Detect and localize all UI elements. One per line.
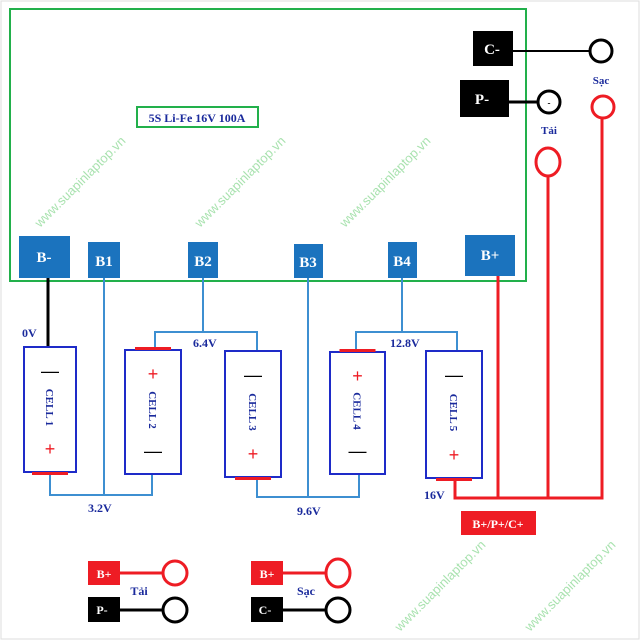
battery-cell	[23, 346, 77, 473]
voltage-label: 3.2V	[88, 501, 112, 515]
watermark: www.suapinlaptop.vn	[336, 133, 434, 231]
watermark: www.suapinlaptop.vn	[391, 537, 489, 635]
watermark: www.suapinlaptop.vn	[191, 133, 289, 231]
pad-b-minus	[19, 236, 70, 278]
minus-sign: —	[41, 361, 59, 381]
cell-label: CELL 3	[246, 393, 258, 431]
minus-sign: —	[244, 365, 262, 385]
positive-wires	[453, 119, 604, 500]
common-positive-label: B+/P+/C+	[472, 517, 523, 531]
minus-sign: —	[445, 365, 463, 385]
board-label: 5S Li-Fe 16V 100A	[149, 111, 246, 125]
charge-positive-terminal	[590, 94, 616, 120]
legend-label: C-	[259, 603, 272, 617]
legend-label: B+	[260, 567, 275, 581]
legend-caption: Sạc	[297, 584, 316, 598]
voltage-label: 9.6V	[297, 504, 321, 518]
cell-label: CELL 1	[43, 389, 55, 427]
cell-terminal-tab	[436, 478, 472, 481]
pad-label: P-	[475, 92, 489, 108]
cell-terminal-tab	[339, 349, 376, 352]
legend-label: B+	[97, 567, 112, 581]
legend-b-plus	[251, 561, 283, 585]
legend-load: B+ Tải P-	[88, 559, 189, 624]
board-label-box	[136, 106, 259, 128]
watermark: www.suapinlaptop.vn	[521, 537, 619, 635]
voltage-label: 6.4V	[193, 336, 217, 350]
legend-b-plus	[88, 561, 120, 585]
plus-sign: +	[449, 445, 460, 465]
cells: — + CELL 1 + — CELL 2 — + CELL 3 + — CELL 4 — + CELL 5	[23, 346, 483, 481]
pads: B- B1 B2 B3 B4 B+	[19, 235, 515, 278]
voltage-label: 0V	[22, 326, 37, 340]
pad-b3	[294, 244, 323, 278]
plus-sign: +	[148, 364, 159, 384]
plus-sign: +	[248, 444, 259, 464]
minus-sign: —	[349, 441, 367, 461]
legend-c-minus	[251, 597, 283, 622]
pad-label: B2	[194, 254, 212, 270]
plus-sign: +	[352, 366, 363, 386]
cell-terminal-tab	[135, 347, 171, 350]
balance-wires	[49, 278, 458, 498]
pad-label: B-	[37, 250, 52, 266]
charge-label: Sạc	[593, 75, 610, 87]
legend-label: P-	[96, 603, 107, 617]
load-label: Tải	[541, 125, 557, 137]
pad-b2	[188, 242, 218, 278]
pad-label: B+	[481, 248, 500, 264]
legend-charge: B+ Sạc C-	[251, 557, 352, 624]
cell-terminal-tab	[235, 477, 271, 480]
legend-negative-terminal	[324, 596, 352, 624]
pad-b-plus	[465, 235, 515, 276]
load-negative-terminal	[536, 89, 562, 115]
pad-b1	[88, 242, 120, 278]
legend-negative-terminal	[161, 596, 189, 624]
cell-label: CELL 2	[146, 391, 158, 429]
pad-label: B3	[299, 255, 317, 271]
cell-terminal-tab	[32, 472, 68, 475]
cell-label: CELL 4	[351, 392, 363, 430]
battery-cell	[124, 349, 182, 475]
cell-label: CELL 5	[447, 394, 459, 432]
pad-label: C-	[484, 42, 500, 58]
pad-p-minus	[460, 80, 509, 117]
voltage-label: 16V	[424, 488, 445, 502]
watermarks: www.suapinlaptop.vn www.suapinlaptop.vn …	[31, 133, 619, 635]
bms-board	[9, 8, 527, 282]
pad-b4	[388, 242, 417, 278]
voltage-label: 12.8V	[390, 336, 420, 350]
watermark: www.suapinlaptop.vn	[31, 133, 129, 231]
battery-cell	[329, 351, 386, 475]
legend-p-minus	[88, 597, 120, 622]
legend-positive-terminal	[161, 559, 189, 587]
pad-c-minus	[473, 31, 513, 66]
charge-negative-terminal	[588, 38, 614, 64]
load-positive-terminal	[534, 146, 562, 178]
minus-sign: -	[548, 98, 551, 108]
legend-caption: Tải	[130, 584, 148, 598]
legend-positive-terminal	[324, 557, 352, 589]
plus-sign: +	[45, 439, 56, 459]
minus-sign: —	[144, 441, 162, 461]
pad-label: B1	[95, 254, 113, 270]
pad-label: B4	[393, 254, 411, 270]
common-positive-box	[461, 511, 536, 535]
